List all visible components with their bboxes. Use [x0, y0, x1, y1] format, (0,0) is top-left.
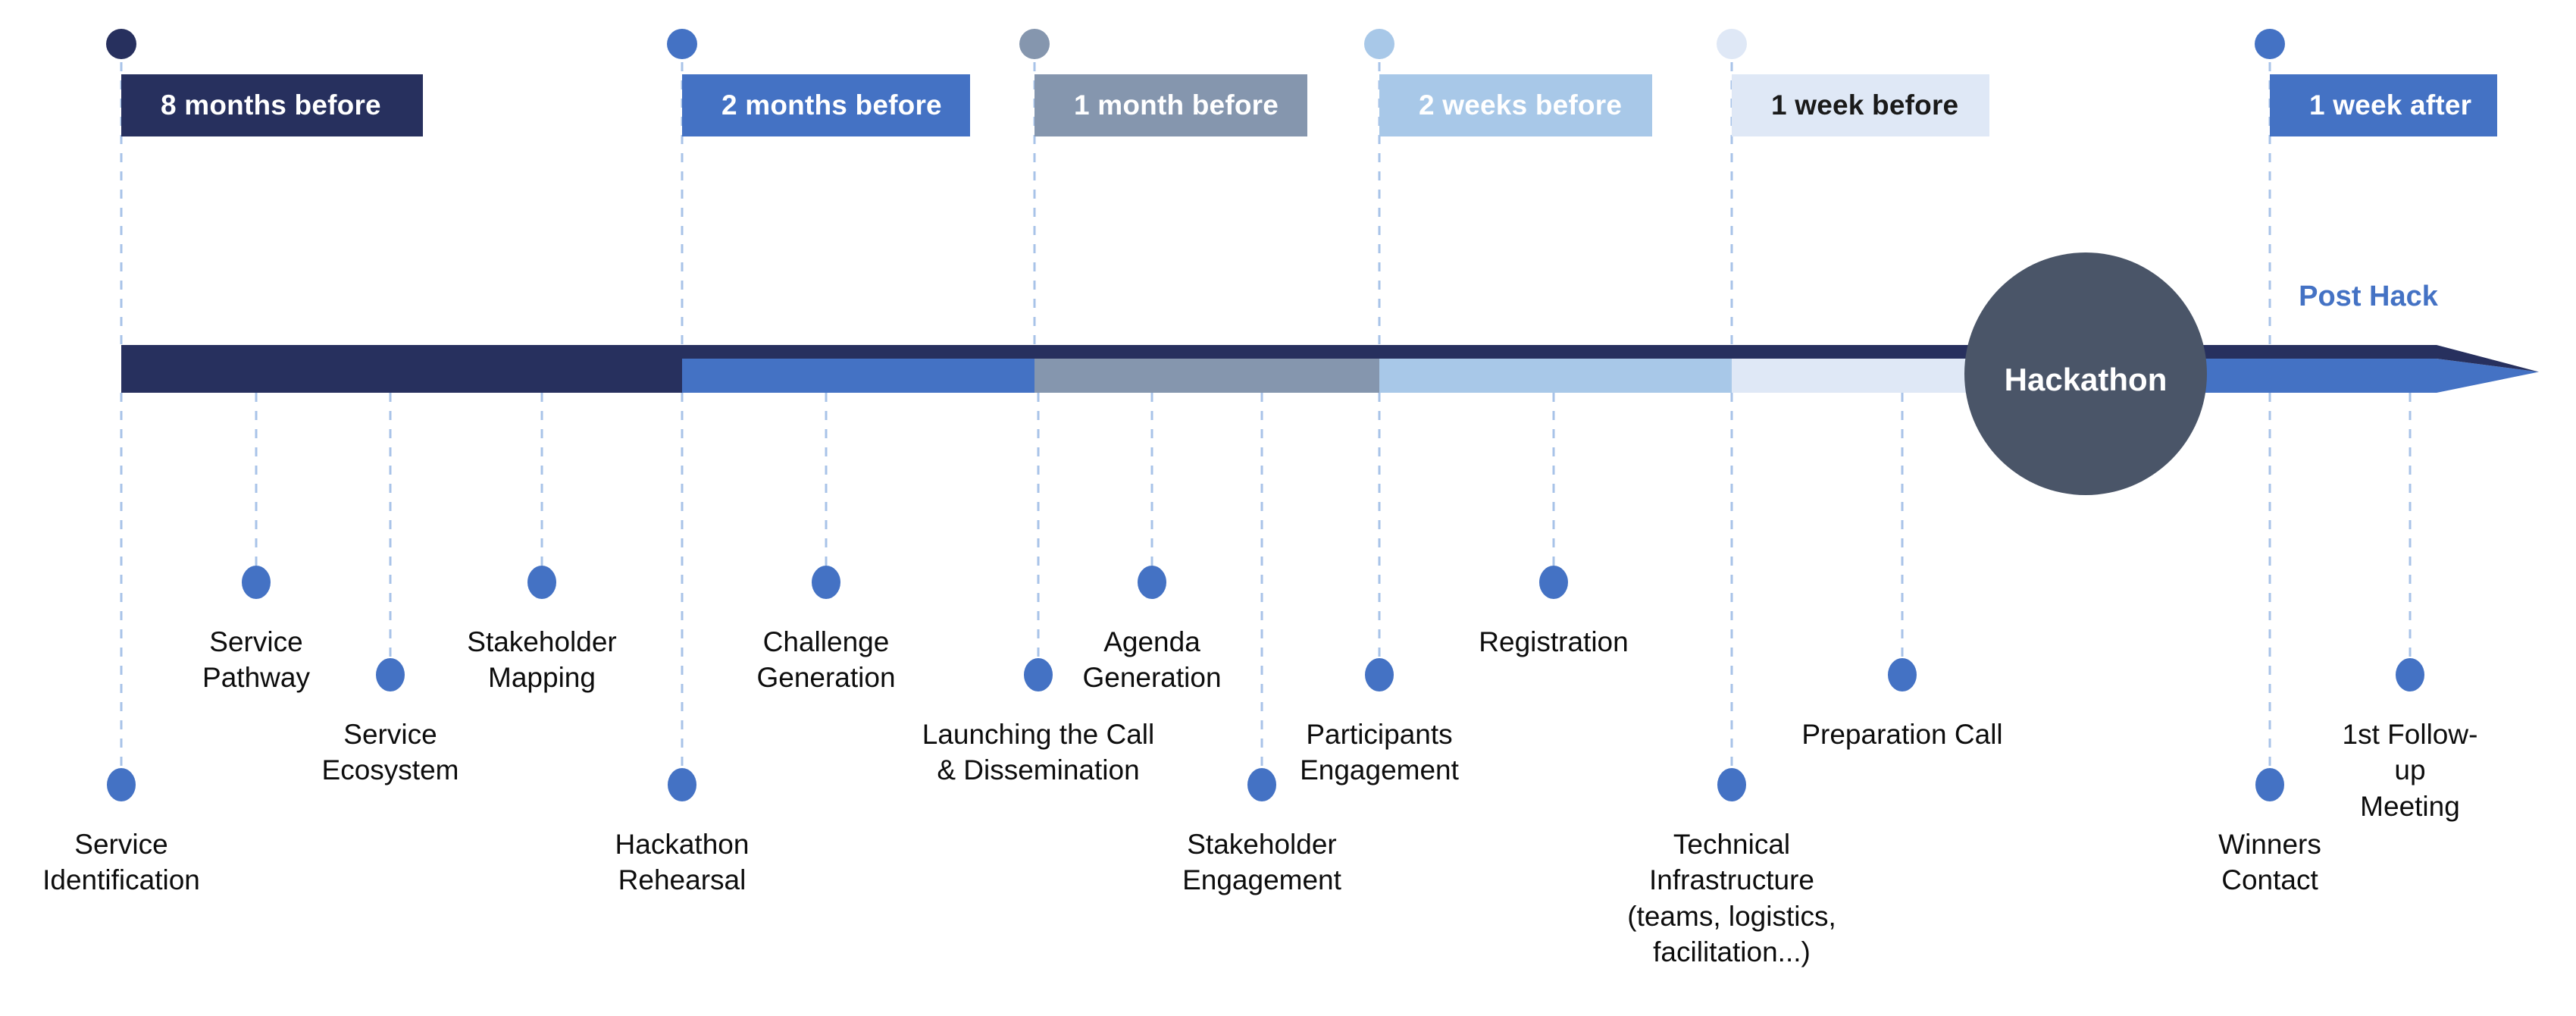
phase-badge[interactable]: 2 weeks before	[1379, 74, 1652, 136]
phase-badge[interactable]: 2 months before	[682, 74, 970, 136]
bar-segment	[1379, 359, 1732, 393]
milestone-label: Preparation Call	[1801, 719, 2003, 750]
phase-dot	[1717, 29, 1747, 59]
milestone-label: Winners Contact	[2218, 829, 2321, 896]
hackathon-circle	[1964, 252, 2207, 495]
bar-segment	[1034, 359, 1379, 393]
phase-dot	[1364, 29, 1394, 59]
milestone-label: Stakeholder Mapping	[467, 626, 617, 694]
phase-badge[interactable]: 1 week after	[2270, 74, 2497, 136]
milestone-dot	[2396, 658, 2424, 691]
milestone-dot	[1024, 658, 1053, 691]
milestone-dot	[2255, 768, 2284, 801]
milestone-dot	[812, 566, 840, 599]
milestone-dot	[1138, 566, 1166, 599]
milestone-label: Agenda Generation	[1082, 626, 1222, 694]
phase-dot	[1019, 29, 1050, 59]
milestone-label: Service Pathway	[202, 626, 310, 694]
bar-segment	[121, 359, 682, 393]
phase-dot	[106, 29, 136, 59]
milestone-dot	[1539, 566, 1568, 599]
milestone-label: Launching the Call & Dissemination	[922, 719, 1155, 786]
post-hack-label: Post Hack	[2299, 281, 2438, 312]
phase-badge[interactable]: 1 month before	[1034, 74, 1307, 136]
milestone-dot	[1888, 658, 1917, 691]
bar-segment-arrow	[2198, 359, 2539, 393]
milestone-dot	[1717, 768, 1746, 801]
milestone-dot	[527, 566, 556, 599]
milestone-dot	[242, 566, 271, 599]
milestone-label: Service Ecosystem	[321, 719, 459, 786]
phase-dot	[667, 29, 697, 59]
phase-dot	[2255, 29, 2285, 59]
milestone-label: Participants Engagement	[1300, 719, 1459, 786]
phase-marker-dots	[106, 29, 2285, 59]
milestone-dot	[668, 768, 696, 801]
milestone-dot	[376, 658, 405, 691]
timeline-bar	[121, 345, 2539, 393]
hackathon-label: Hackathon	[2004, 362, 2168, 397]
top-connector-lines	[120, 44, 2271, 345]
milestone-dot	[1365, 658, 1394, 691]
milestone-label: Stakeholder Engagement	[1182, 829, 1341, 896]
bar-segment	[682, 359, 1034, 393]
phase-badge[interactable]: 8 months before	[121, 74, 423, 136]
milestone-label: 1st Follow-up Meeting	[2342, 719, 2478, 822]
milestone-label: Registration	[1479, 626, 1629, 657]
milestone-label: Hackathon Rehearsal	[615, 829, 750, 896]
hackathon-circle-shape	[1964, 252, 2207, 495]
milestone-label: Technical Infrastructure (teams, logisti…	[1627, 829, 1836, 968]
bar-top-stripe	[121, 345, 2539, 372]
bottom-connector-lines	[120, 393, 2412, 785]
milestone-label: Service Identification	[42, 829, 200, 896]
milestone-label: Challenge Generation	[756, 626, 896, 694]
phase-badge[interactable]: 1 week before	[1732, 74, 1989, 136]
milestone-dots	[107, 566, 2424, 801]
milestone-dot	[107, 768, 136, 801]
milestone-dot	[1247, 768, 1276, 801]
